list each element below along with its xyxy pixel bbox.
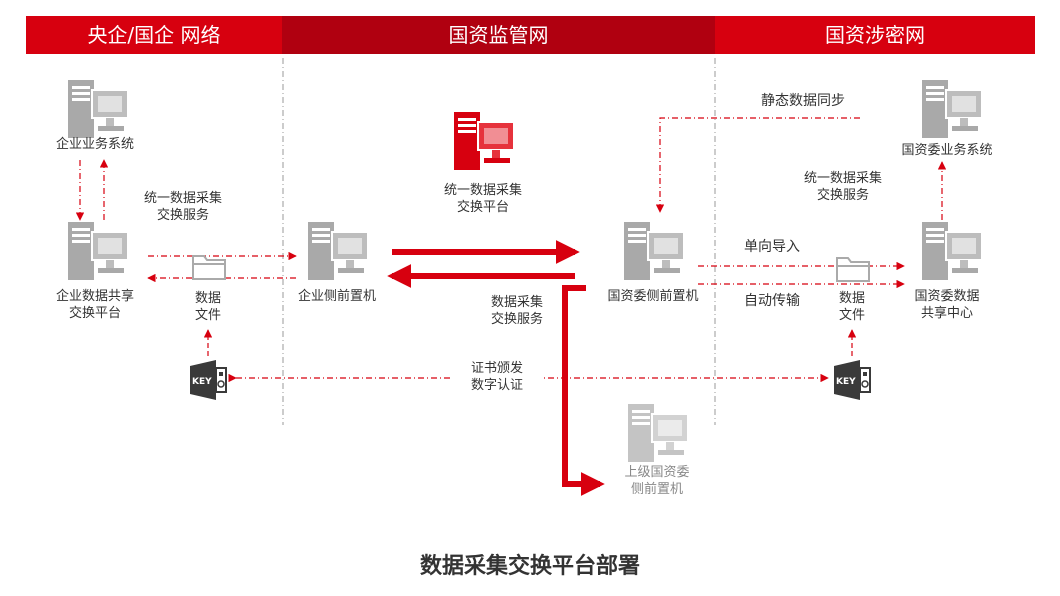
big-arrow-to-upper-sasac (562, 285, 605, 496)
label-left-service-line1: 统一数据采集 (143, 191, 222, 206)
label-sasac-front: 国资委侧前置机 (607, 289, 699, 304)
computer-icon (922, 222, 983, 280)
label-mid-service: 数据采集 交换服务 (472, 294, 562, 328)
label-certificate-line1: 证书颁发 (470, 361, 523, 376)
computer-icon (68, 80, 129, 138)
label-left-file: 数据 文件 (188, 290, 228, 324)
red-computer-icon (454, 112, 515, 170)
usb-key-text: KEY (836, 377, 856, 387)
label-sasac-center-line1: 国资委数据 (914, 289, 980, 304)
label-left-service: 统一数据采集 交换服务 (128, 190, 238, 224)
label-auto-transfer: 自动传输 (744, 293, 800, 309)
header-supervision-network: 国资监管网 (282, 16, 715, 54)
label-upper-front-line1: 上级国资委 (624, 465, 690, 480)
diagram-title: 数据采集交换平台部署 (419, 554, 640, 579)
header-enterprise-network: 央企/国企 网络 (26, 16, 282, 54)
label-right-service-line2: 交换服务 (816, 188, 869, 203)
folder-icon (836, 257, 870, 282)
label-mid-service-line2: 交换服务 (490, 312, 543, 327)
usb-key-icon: KEY (190, 360, 227, 400)
label-platform: 统一数据采集 交换平台 (428, 182, 538, 216)
label-certificate: 证书颁发 数字认证 (452, 360, 542, 394)
label-right-file-line2: 文件 (838, 308, 865, 323)
label-sasac-center: 国资委数据 共享中心 (892, 288, 1002, 322)
label-right-service-line1: 统一数据采集 (803, 171, 882, 186)
computer-icon (68, 222, 129, 280)
label-right-service: 统一数据采集 交换服务 (788, 170, 898, 204)
label-sasac-center-line2: 共享中心 (920, 306, 973, 321)
label-sasac-business: 国资委业务系统 (901, 143, 993, 158)
computer-icon (628, 404, 689, 462)
label-left-file-line2: 文件 (194, 308, 221, 323)
label-platform-line1: 统一数据采集 (443, 183, 522, 198)
label-platform-line2: 交换平台 (456, 200, 509, 215)
label-upper-front: 上级国资委 侧前置机 (602, 464, 712, 498)
computer-icon (308, 222, 369, 280)
label-upper-front-line2: 侧前置机 (630, 482, 683, 497)
folder-icon (192, 255, 226, 280)
computer-icon (922, 80, 983, 138)
label-enterprise-share-line2: 交换平台 (68, 306, 121, 321)
label-left-file-line1: 数据 (194, 291, 221, 306)
header-classified-network: 国资涉密网 (715, 16, 1035, 54)
computer-icon (624, 222, 685, 280)
usb-key-text: KEY (192, 377, 212, 387)
usb-key-icon: KEY (834, 360, 871, 400)
label-enterprise-business: 企业业务系统 (55, 137, 134, 152)
label-enterprise-share-line1: 企业数据共享 (55, 289, 134, 304)
label-one-way-import: 单向导入 (744, 239, 800, 255)
label-mid-service-line1: 数据采集 (490, 295, 543, 310)
label-certificate-line2: 数字认证 (470, 378, 523, 393)
label-right-file: 数据 文件 (832, 290, 872, 324)
arrow-static-sync (655, 117, 860, 213)
label-right-file-line1: 数据 (838, 291, 865, 306)
label-enterprise-share: 企业数据共享 交换平台 (40, 288, 150, 322)
label-enterprise-front: 企业侧前置机 (297, 289, 376, 304)
label-left-service-line2: 交换服务 (156, 208, 209, 223)
label-static-sync: 静态数据同步 (761, 93, 845, 109)
